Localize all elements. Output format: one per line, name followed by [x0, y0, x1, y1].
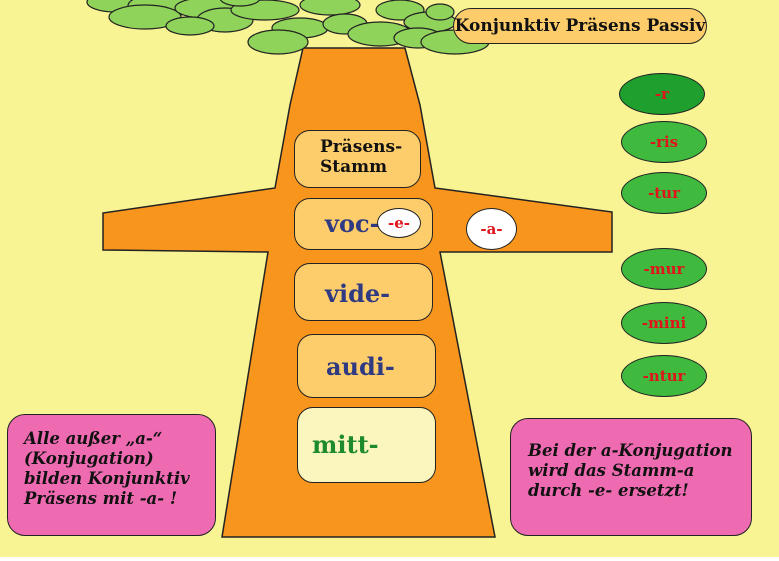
- ending-r-label: -r: [654, 85, 670, 103]
- ending-tur: -tur: [621, 172, 707, 214]
- ending-ris: -ris: [621, 121, 707, 163]
- stem-box-vide: vide-: [294, 263, 433, 321]
- ending-ntur-label: -ntur: [642, 367, 686, 385]
- stem-vide: vide-: [325, 279, 391, 308]
- note-left-text: Alle außer „a-“ (Konjugation) bilden Kon…: [24, 429, 190, 508]
- stem-label-box: Präsens- Stamm: [294, 130, 421, 188]
- stem-box-audi: audi-: [297, 334, 436, 398]
- stem-voc: voc-: [325, 209, 380, 238]
- note-right: Bei der a-Konjugation wird das Stamm-a d…: [510, 418, 752, 536]
- ending-ris-label: -ris: [649, 133, 679, 151]
- stem-box-mitt: mitt-: [297, 407, 436, 483]
- ending-mini: -mini: [621, 302, 707, 344]
- stem-mitt: mitt-: [312, 430, 379, 459]
- stem-audi: audi-: [326, 352, 395, 381]
- vowel-e: -e-: [388, 214, 410, 232]
- ending-tur-label: -tur: [648, 184, 680, 202]
- ending-mini-label: -mini: [641, 314, 687, 332]
- note-left: Alle außer „a-“ (Konjugation) bilden Kon…: [7, 414, 216, 536]
- stem-label: Präsens- Stamm: [320, 137, 403, 177]
- page-title: Konjunktiv Präsens Passiv: [453, 8, 707, 44]
- tree-leaves: [86, 0, 490, 55]
- vowel-a-bubble: -a-: [466, 208, 517, 250]
- vowel-e-bubble: -e-: [377, 208, 421, 238]
- ending-r: -r: [619, 73, 705, 115]
- ending-ntur: -ntur: [621, 355, 707, 397]
- vowel-a: -a-: [480, 220, 503, 238]
- ending-mur: -mur: [621, 248, 707, 290]
- note-right-text: Bei der a-Konjugation wird das Stamm-a d…: [528, 441, 733, 500]
- ending-mur-label: -mur: [643, 260, 685, 278]
